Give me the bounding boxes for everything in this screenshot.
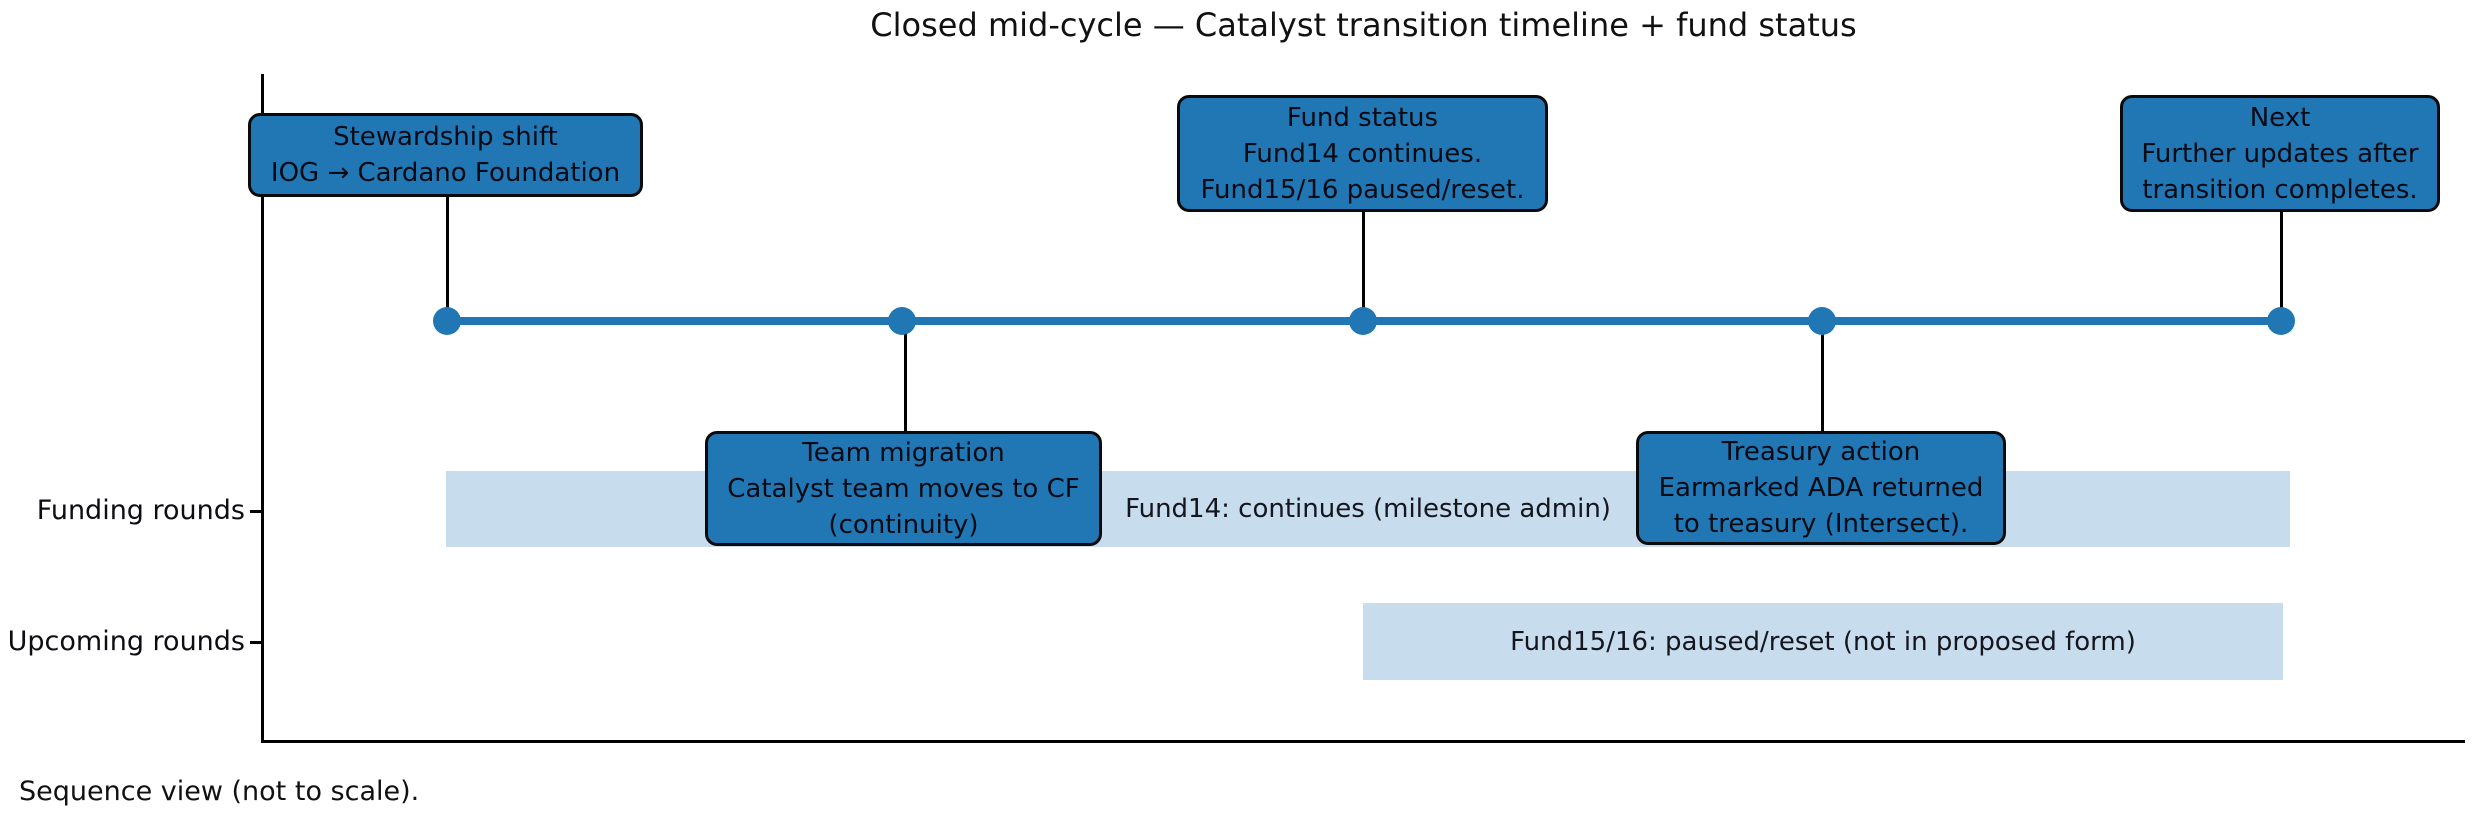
callout-line: Next: [2249, 102, 2311, 133]
callout-next: Next Further updates after transition co…: [2120, 95, 2440, 212]
y-axis-spine: [261, 74, 264, 742]
timeline-node-team-migration: [888, 307, 916, 335]
timeline-node-treasury-action: [1808, 307, 1836, 335]
callout-stewardship-shift: Stewardship shift IOG → Cardano Foundati…: [248, 113, 643, 197]
band-fund15-16-label: Fund15/16: paused/reset (not in proposed…: [1510, 626, 2136, 657]
callout-line: IOG → Cardano Foundation: [270, 158, 621, 188]
callout-line: Fund14 continues.: [1242, 138, 1483, 169]
callout-fund-status: Fund status Fund14 continues. Fund15/16 …: [1177, 95, 1548, 212]
connector-fund-status: [1362, 212, 1365, 321]
timeline-node-fund-status: [1349, 307, 1377, 335]
connector-next: [2280, 212, 2283, 321]
timeline-node-next: [2267, 307, 2295, 335]
callout-line: Fund status: [1286, 102, 1439, 133]
callout-line: Fund15/16 paused/reset.: [1200, 174, 1525, 205]
callout-line: Earmarked ADA returned: [1658, 473, 1984, 503]
callout-line: (continuity): [828, 509, 979, 540]
callout-line: Stewardship shift: [333, 122, 558, 152]
x-axis-spine: [261, 740, 2465, 743]
callout-line: Catalyst team moves to CF: [727, 473, 1080, 504]
band-fund14-label: Fund14: continues (milestone admin): [1125, 494, 1611, 524]
y-tick-funding-rounds: [250, 510, 262, 513]
y-axis-label-funding-rounds: Funding rounds: [36, 495, 245, 526]
callout-line: Team migration: [802, 437, 1005, 468]
callout-line: to treasury (Intersect).: [1673, 509, 1969, 539]
figure-title: Closed mid-cycle — Catalyst transition t…: [870, 6, 1857, 44]
y-axis-label-upcoming-rounds: Upcoming rounds: [7, 626, 245, 657]
connector-stewardship-shift: [446, 197, 449, 321]
callout-line: Further updates after: [2141, 138, 2419, 169]
band-fund15-16: Fund15/16: paused/reset (not in proposed…: [1363, 603, 2283, 680]
timeline-node-stewardship-shift: [433, 307, 461, 335]
figure-note: Sequence view (not to scale).: [19, 776, 420, 807]
callout-team-migration: Team migration Catalyst team moves to CF…: [705, 431, 1102, 546]
connector-team-migration: [904, 321, 907, 431]
callout-treasury-action: Treasury action Earmarked ADA returned t…: [1636, 431, 2006, 545]
y-tick-upcoming-rounds: [250, 641, 262, 644]
connector-treasury-action: [1821, 321, 1824, 431]
callout-line: Treasury action: [1721, 437, 1921, 467]
callout-line: transition completes.: [2142, 174, 2418, 205]
